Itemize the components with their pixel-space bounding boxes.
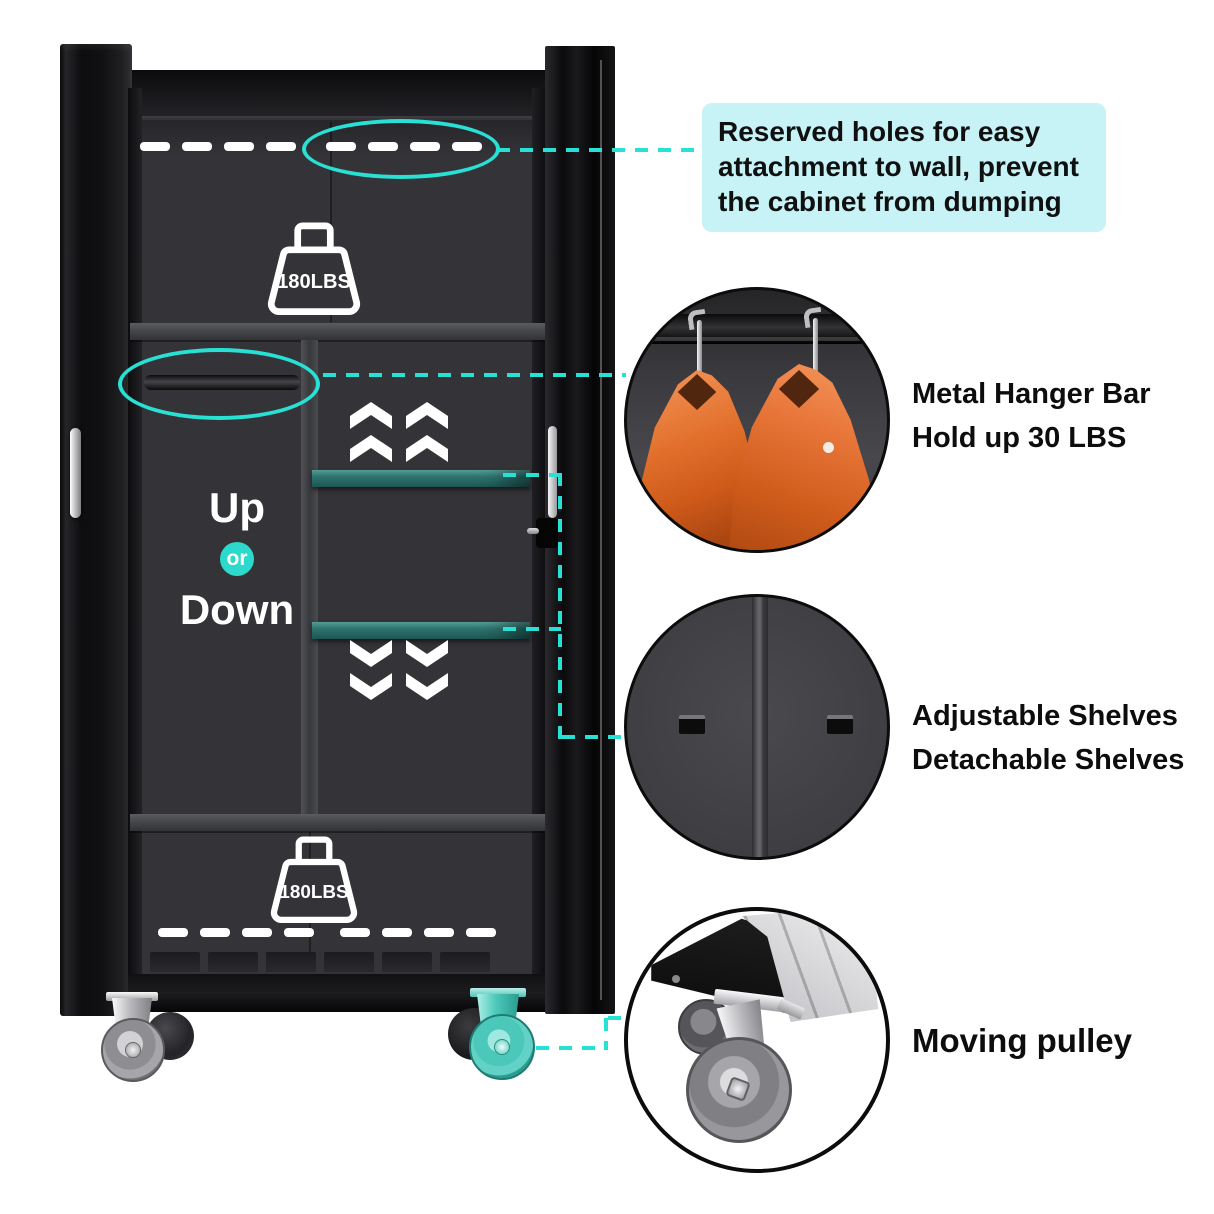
reserved-hole	[140, 142, 170, 151]
vent-slot	[208, 952, 258, 972]
connector-shelf-upper	[503, 473, 561, 477]
right-door-handle	[548, 426, 557, 518]
or-badge: or	[220, 542, 254, 576]
up-or-down-label: Up or Down	[157, 486, 317, 632]
adjustable-shelf-lower	[312, 622, 530, 639]
upper-fixed-shelf	[130, 323, 546, 340]
down-label: Down	[179, 586, 295, 633]
cabinet-right-wall	[532, 88, 548, 1012]
callout-line-2: attachment to wall, prevent	[718, 151, 1079, 182]
vent-slot	[266, 952, 316, 972]
connector-shelves-vertical	[558, 473, 562, 739]
weight-capacity-icon-bottom: 180LBS	[270, 836, 358, 924]
reserved-hole	[200, 928, 230, 937]
reserved-hole	[466, 928, 496, 937]
vent-slot	[150, 952, 200, 972]
cabinet-left-wall	[128, 88, 142, 1012]
up-label: Up	[209, 484, 265, 531]
connector-shelves-to-circle	[562, 735, 626, 739]
weight-capacity-label-bottom: 180LBS	[279, 881, 348, 902]
highlight-ellipse-hanger	[118, 348, 320, 420]
reserved-hole	[382, 928, 412, 937]
reserved-hole	[266, 142, 296, 151]
highlight-ellipse-holes	[302, 119, 500, 179]
reserved-hole	[284, 928, 314, 937]
adjustable-shelf-upper	[312, 470, 530, 487]
hanger-bar-photo	[627, 314, 887, 344]
caster-hub-left	[125, 1042, 141, 1058]
detail-circle-shelves	[624, 594, 890, 860]
vent-slot	[382, 952, 432, 972]
reserved-hole	[424, 928, 454, 937]
left-door	[60, 44, 132, 1016]
cabinet-body: 180LBS Up or Down 180LBS	[128, 88, 548, 1012]
connector-hanger	[323, 373, 626, 377]
lower-fixed-shelf	[130, 814, 546, 831]
reserved-hole	[224, 142, 254, 151]
double-up-chevron-icon	[350, 402, 448, 462]
reserved-hole	[182, 142, 212, 151]
shelf-handle-slot	[679, 715, 705, 734]
door-key-icon	[527, 528, 539, 534]
caster-hub-right-highlighted	[494, 1039, 510, 1055]
hanger-bar-highlight	[627, 337, 887, 341]
label-hanger-line2: Hold up 30 LBS	[912, 422, 1127, 454]
weight-capacity-label-top: 180LBS	[277, 271, 351, 293]
hook-icon	[697, 320, 702, 378]
callout-reserved-holes: Reserved holes for easy attachment to wa…	[702, 103, 1106, 232]
connector-shelf-lower	[503, 627, 561, 631]
connector-holes	[497, 148, 703, 152]
callout-line-3: the cabinet from dumping	[718, 186, 1062, 217]
caster-plate-right-highlighted	[470, 988, 526, 997]
cabinet-top-lip	[128, 88, 548, 118]
shelf-seam	[752, 597, 768, 857]
caster-plate-left	[106, 992, 158, 1001]
label-shelves: Adjustable Shelves Detachable Shelves	[912, 694, 1184, 782]
label-shelves-line1: Adjustable Shelves	[912, 700, 1178, 732]
shelf-handle-slot	[827, 715, 853, 734]
connector-pulley-to-circle	[608, 1016, 628, 1020]
vent-slot	[324, 952, 374, 972]
label-hanger-line1: Metal Hanger Bar	[912, 378, 1151, 410]
screw-icon	[672, 975, 680, 983]
label-shelves-line2: Detachable Shelves	[912, 744, 1185, 776]
double-down-chevron-icon	[350, 640, 448, 700]
reserved-hole	[242, 928, 272, 937]
vent-slot	[440, 952, 490, 972]
connector-pulley-horizontal	[536, 1046, 608, 1050]
jacket-button	[823, 442, 834, 453]
back-panel-seam-top	[330, 122, 332, 322]
label-pulley: Moving pulley	[912, 1022, 1133, 1059]
reserved-hole	[340, 928, 370, 937]
detail-circle-hanger	[624, 287, 890, 553]
reserved-hole	[158, 928, 188, 937]
detail-circle-pulley	[624, 907, 890, 1173]
right-door-edge-highlight	[600, 60, 602, 1000]
left-door-handle	[70, 428, 81, 518]
callout-line-1: Reserved holes for easy	[718, 116, 1041, 147]
vertical-divider	[301, 340, 318, 814]
door-lock-icon	[536, 518, 558, 548]
weight-capacity-icon-top: 180LBS	[267, 222, 361, 315]
hook-icon	[813, 318, 818, 380]
connector-pulley-vertical	[604, 1018, 608, 1050]
label-hanger: Metal Hanger Bar Hold up 30 LBS	[912, 372, 1151, 460]
